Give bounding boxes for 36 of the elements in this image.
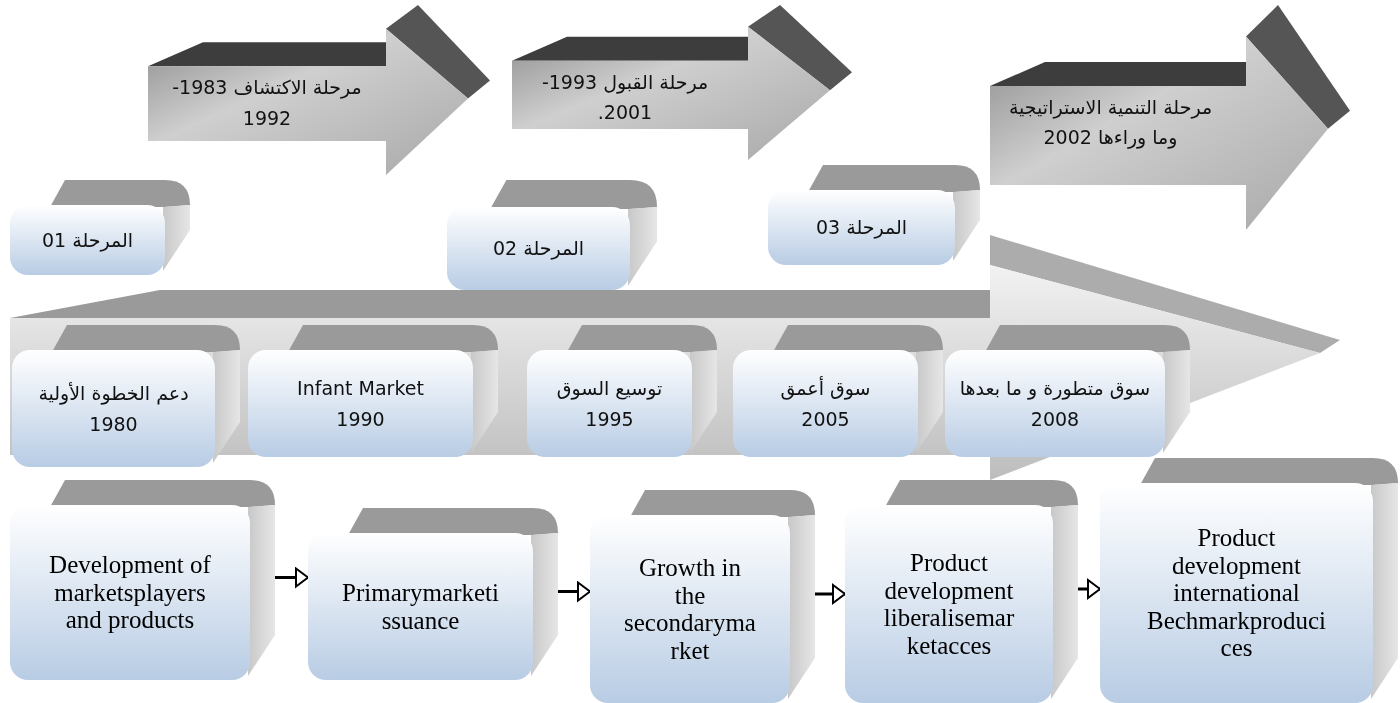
stage-label: Development of marketsplayers and products — [48, 551, 212, 634]
stage-label: Product development international Bechmarkproduci ces — [1146, 524, 1327, 662]
phase-title-banner — [990, 5, 1350, 230]
phase-tab — [768, 165, 980, 265]
arrow — [815, 584, 846, 604]
phase-title: مرحلة الاكتشاف 1983- 1992 — [171, 75, 363, 131]
milestone-label: Infant Market 1990 — [296, 376, 425, 432]
milestone-box — [733, 325, 943, 457]
stage-label: Primarymarketi ssuance — [341, 579, 500, 634]
milestone-label: دعم الخطوة الأولية 1980 — [37, 381, 190, 437]
stage-box — [1100, 458, 1398, 703]
milestone-box — [248, 325, 498, 457]
phase-title: مرحلة التنمية الاستراتيجية وما وراءها 2002 — [1007, 95, 1214, 151]
arrow — [558, 581, 591, 602]
phase-number: المرحلة 01 — [42, 227, 133, 254]
milestone-box — [12, 325, 240, 467]
phase-number: المرحلة 03 — [816, 215, 907, 241]
milestone-label: توسيع السوق 1995 — [555, 376, 664, 432]
stage-label: Product development liberalisemar ketacces — [882, 549, 1016, 659]
milestone-box — [945, 325, 1190, 457]
stage-box — [308, 508, 558, 680]
phase-title: مرحلة القبول 1993- 2001. — [540, 69, 710, 126]
arrow — [1078, 579, 1101, 599]
phase-title-banner — [512, 5, 852, 160]
phase-title-banner — [148, 5, 490, 175]
phase-number: المرحلة 02 — [493, 236, 584, 262]
stage-box — [10, 480, 275, 680]
phase-tab — [447, 180, 657, 290]
milestone-label: سوق متطورة و ما بعدها 2008 — [959, 376, 1151, 432]
arrow — [275, 567, 309, 588]
milestone-box — [527, 325, 717, 457]
stage-box — [845, 480, 1078, 703]
stage-box — [590, 490, 815, 703]
stage-label: Growth in the secondaryma rket — [623, 554, 757, 664]
milestone-label: سوق أعمق 2005 — [779, 375, 872, 432]
phase-tab — [10, 180, 190, 275]
